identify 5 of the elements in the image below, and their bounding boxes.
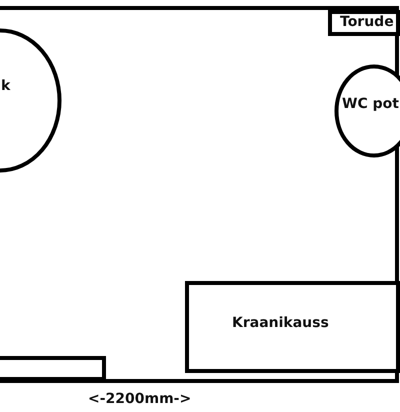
dimension-label: <-2200mm-> <box>88 391 192 407</box>
bathtub-label: k <box>1 78 10 94</box>
pipe-label: Torude <box>340 14 394 30</box>
toilet-label: WC pot <box>342 96 399 112</box>
sink-label: Kraanikauss <box>232 315 329 331</box>
